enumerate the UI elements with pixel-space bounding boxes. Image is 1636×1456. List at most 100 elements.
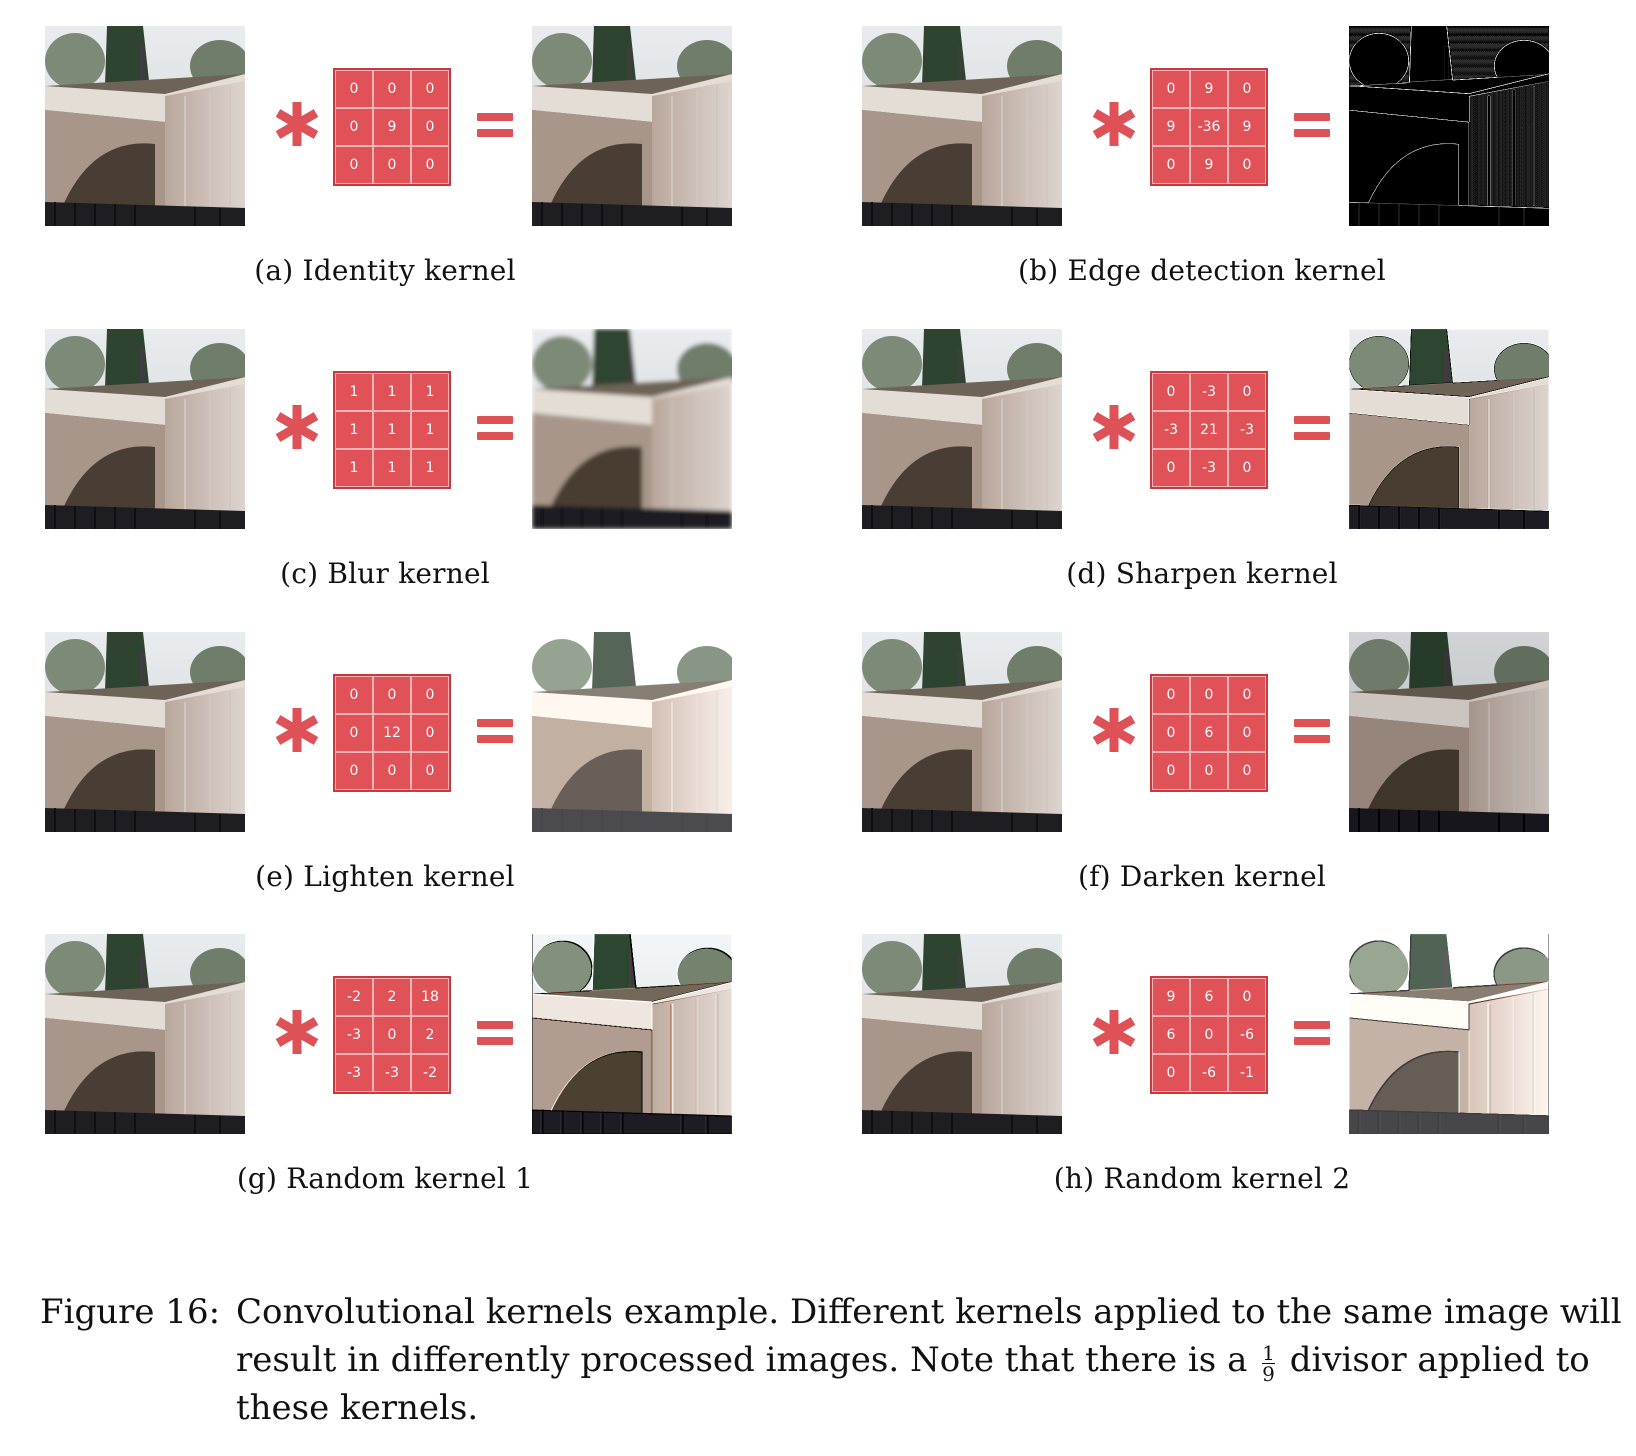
kernel-cell: 1 [335,449,373,487]
equals-icon [1294,716,1332,746]
output-image [532,934,732,1134]
kernel-cell: 0 [335,676,373,714]
kernel-cell: 0 [1152,752,1190,790]
kernel-cell: -1 [1228,1054,1266,1092]
kernel-cell: 0 [373,146,411,184]
output-image [1349,934,1549,1134]
caption-line-1: Convolutional kernels example. Different… [236,1292,1622,1332]
output-image [1349,26,1549,226]
kernel-cell: 0 [1228,978,1266,1016]
caption-line-2: result in differently processed images. … [236,1336,1636,1384]
convolution-asterisk-icon [267,94,327,154]
output-image [532,329,732,529]
equals-icon [1294,110,1332,140]
kernel-cell: 0 [1152,373,1190,411]
subfigure-label: (g) Random kernel 1 [236,1162,534,1195]
kernel-cell: 2 [373,978,411,1016]
kernel-cell: -36 [1190,108,1228,146]
kernel-cell: 0 [335,70,373,108]
kernel-cell: 1 [335,411,373,449]
kernel-cell: 1 [411,373,449,411]
input-image [45,329,245,529]
kernel-cell: 9 [373,108,411,146]
convolution-asterisk-icon [267,700,327,760]
subfigure-label: (e) Lighten kernel [255,860,515,893]
subfigure-label: (c) Blur kernel [280,557,490,590]
kernel-cell: -6 [1190,1054,1228,1092]
subfigure-label: (h) Random kernel 2 [1053,1162,1351,1195]
kernel-cell: 0 [1228,70,1266,108]
convolution-asterisk-icon [1084,700,1144,760]
kernel-cell: 0 [373,676,411,714]
kernel-cell: 12 [373,714,411,752]
kernel-cell: 0 [373,70,411,108]
subfigure-label: (f) Darken kernel [1078,860,1326,893]
kernel-cell: 18 [411,978,449,1016]
input-image [862,632,1062,832]
kernel-cell: 0 [1190,1016,1228,1054]
input-image [862,934,1062,1134]
kernel-cell: 0 [411,108,449,146]
caption-line-2-before: result in differently processed images. … [236,1340,1248,1380]
input-image [862,26,1062,226]
kernel-cell: 9 [1190,70,1228,108]
equals-icon [1294,413,1332,443]
kernel-cell: 0 [411,676,449,714]
kernel-cell: 1 [335,373,373,411]
kernel-cell: -3 [373,1054,411,1092]
kernel-cell: 1 [373,449,411,487]
kernel-cell: 0 [1152,449,1190,487]
kernel-cell: -3 [1190,449,1228,487]
kernel-cell: 2 [411,1016,449,1054]
caption-line-3: these kernels. [236,1388,479,1428]
kernel-cell: 0 [1190,752,1228,790]
kernel-cell: -3 [335,1016,373,1054]
kernel-cell: 0 [1152,714,1190,752]
equals-icon [1294,1018,1332,1048]
kernel-cell: 1 [373,411,411,449]
caption-fraction: 1 9 [1262,1343,1275,1384]
kernel-cell: 0 [335,108,373,146]
kernel-cell: 6 [1190,714,1228,752]
kernel-cell: 0 [1152,146,1190,184]
caption-line-2-after: divisor applied to [1289,1340,1590,1380]
fraction-denominator: 9 [1262,1362,1275,1386]
kernel-cell: 0 [373,752,411,790]
fraction-numerator: 1 [1262,1341,1275,1365]
kernel-cell: 1 [373,373,411,411]
output-image [532,26,732,226]
equals-icon [477,413,515,443]
kernel-cell: 0 [335,752,373,790]
kernel-cell: -3 [335,1054,373,1092]
kernel-cell: 0 [1228,676,1266,714]
kernel-cell: 0 [335,714,373,752]
kernel-cell: -2 [411,1054,449,1092]
convolution-asterisk-icon [1084,397,1144,457]
input-image [45,26,245,226]
subfigure-label: (a) Identity kernel [254,254,516,287]
kernel-cell: 21 [1190,411,1228,449]
kernel-cell: -3 [1190,373,1228,411]
kernel-cell: 0 [1152,70,1190,108]
kernel-cell: 1 [411,449,449,487]
output-image [1349,632,1549,832]
equals-icon [477,716,515,746]
kernel-cell: 0 [1152,676,1190,714]
kernel-cell: -2 [335,978,373,1016]
kernel-cell: 0 [1228,373,1266,411]
kernel-cell: 0 [1228,146,1266,184]
kernel-cell: 0 [373,1016,411,1054]
input-image [862,329,1062,529]
kernel-cell: 6 [1190,978,1228,1016]
